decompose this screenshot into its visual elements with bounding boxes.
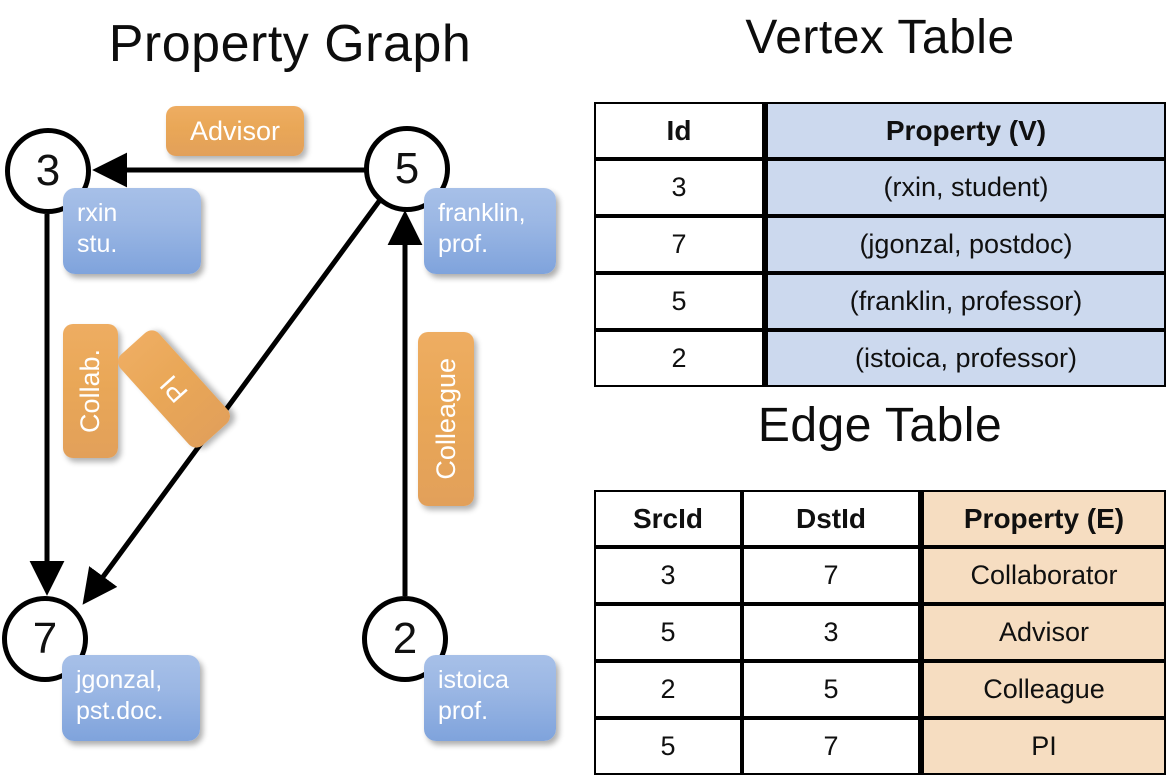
cell-id: 3 [594, 159, 764, 216]
node-property-callout-2: istoica prof. [424, 655, 556, 741]
graph-edges-layer [29, 152, 423, 605]
table-row: 3 (rxin, student) [594, 159, 1166, 216]
cell-property: (franklin, professor) [764, 273, 1166, 330]
cell-property: (rxin, student) [764, 159, 1166, 216]
edge-label-advisor: Advisor [166, 106, 304, 156]
vertex-table: Id Property (V) 3 (rxin, student) 7 (jgo… [594, 102, 1166, 387]
cell-srcid: 5 [594, 718, 742, 775]
callout-line-1: jgonzal, [76, 666, 163, 694]
cell-dstid: 7 [742, 718, 920, 775]
cell-dstid: 7 [742, 547, 920, 604]
edge-label-text: Advisor [189, 115, 281, 146]
callout-line-1: franklin, [438, 199, 526, 227]
property-graph-panel: Property Graph 3 5 7 2 rxin stu. frankli… [0, 0, 580, 760]
node-property-callout-7: jgonzal, pst.doc. [62, 655, 200, 741]
cell-property: (jgonzal, postdoc) [764, 216, 1166, 273]
callout-line-2: prof. [438, 696, 489, 725]
callout-line-2: prof. [438, 229, 489, 258]
table-row: 3 7 Collaborator [594, 547, 1166, 604]
cell-srcid: 5 [594, 604, 742, 661]
cell-property: Advisor [920, 604, 1166, 661]
cell-property: Collaborator [920, 547, 1166, 604]
callout-line-1: rxin [77, 199, 118, 227]
column-header-dstid: DstId [742, 490, 920, 547]
page-title-property-graph: Property Graph [108, 15, 472, 73]
node-property-callout-5: franklin, prof. [424, 188, 556, 274]
callout-line-2: stu. [77, 229, 118, 258]
edge-5-to-7 [82, 198, 383, 605]
graph-node-5[interactable]: 5 [364, 126, 450, 212]
cell-dstid: 5 [742, 661, 920, 718]
table-row: 5 3 Advisor [594, 604, 1166, 661]
column-header-id: Id [594, 102, 764, 159]
callout-line-2: pst.doc. [76, 696, 164, 725]
table-row: 5 (franklin, professor) [594, 273, 1166, 330]
table-row: 5 7 PI [594, 718, 1166, 775]
edge-label-colleague: Colleague [418, 332, 474, 506]
cell-id: 2 [594, 330, 764, 387]
cell-id: 5 [594, 273, 764, 330]
edge-label-text: Colleague [430, 358, 461, 480]
node-property-callout-3: rxin stu. [63, 188, 201, 274]
edge-table: SrcId DstId Property (E) 3 7 Collaborato… [594, 490, 1166, 775]
graph-node-2[interactable]: 2 [362, 596, 448, 682]
cell-srcid: 2 [594, 661, 742, 718]
edge-label-collab: Collab. [63, 324, 118, 458]
edge-label-text: PI [153, 369, 194, 409]
column-header-srcid: SrcId [594, 490, 742, 547]
page-title-edge-table: Edge Table [757, 399, 1003, 452]
cell-srcid: 3 [594, 547, 742, 604]
table-row: 2 5 Colleague [594, 661, 1166, 718]
cell-dstid: 3 [742, 604, 920, 661]
cell-property: Colleague [920, 661, 1166, 718]
table-row: 7 (jgonzal, postdoc) [594, 216, 1166, 273]
column-header-property-e: Property (E) [920, 490, 1166, 547]
column-header-property-v: Property (V) [764, 102, 1166, 159]
cell-property: (istoica, professor) [764, 330, 1166, 387]
table-header-row: SrcId DstId Property (E) [594, 490, 1166, 547]
table-header-row: Id Property (V) [594, 102, 1166, 159]
page-title-vertex-table: Vertex Table [745, 11, 1015, 64]
cell-property: PI [920, 718, 1166, 775]
callout-line-1: istoica [438, 666, 509, 694]
cell-id: 7 [594, 216, 764, 273]
edge-label-text: Collab. [75, 348, 105, 434]
table-row: 2 (istoica, professor) [594, 330, 1166, 387]
